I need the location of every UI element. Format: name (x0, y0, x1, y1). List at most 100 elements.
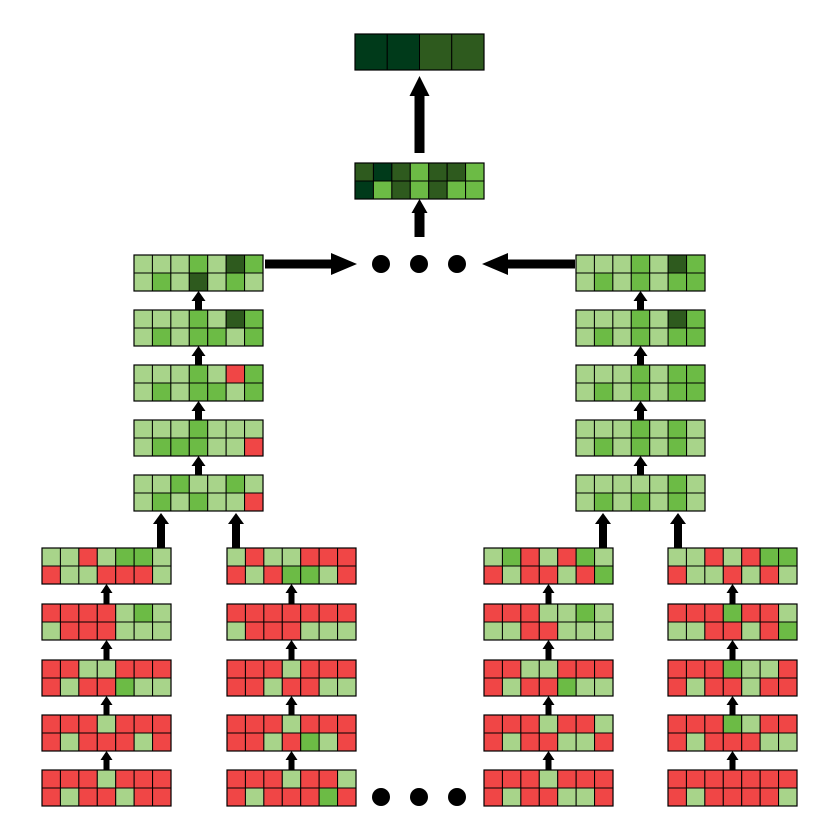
grid-cell (741, 565, 761, 585)
arrow-shaft (288, 592, 295, 604)
grid-cell (759, 769, 780, 789)
grid-cell (557, 565, 577, 585)
top-merge-grid (354, 162, 485, 200)
grid-cell (630, 419, 651, 439)
grid-cell (300, 732, 320, 752)
grid-cell (133, 309, 153, 329)
grid-cell (188, 364, 209, 384)
grid-cell (151, 492, 172, 512)
grid-cell (170, 272, 190, 292)
grid-cell (151, 437, 172, 457)
grid-border (226, 769, 357, 807)
grid-cell (685, 732, 706, 752)
grid-cell (575, 309, 595, 329)
grid-cell (704, 677, 724, 697)
grid-cell (372, 162, 393, 182)
grid-border (483, 603, 614, 641)
arrow-shaft (637, 355, 645, 365)
grid-cell (133, 714, 154, 734)
grid-cell (686, 437, 706, 457)
grid-cell (594, 714, 614, 734)
right-tree-merge-level-grid (575, 419, 706, 457)
grid-cell (318, 732, 339, 752)
grid-cell (778, 659, 798, 679)
left-tree-right-chain-grid (226, 659, 357, 697)
grid-cell (170, 474, 190, 494)
ellipsis-dot (372, 255, 390, 273)
grid-cell (593, 309, 614, 329)
right-tree-right-chain-grid (667, 714, 798, 752)
grid-cell (133, 659, 154, 679)
grid-cell (96, 603, 117, 623)
grid-border (133, 419, 264, 457)
grid-cell (778, 547, 798, 567)
grid-cell (704, 547, 724, 567)
grid-cell (244, 364, 264, 384)
grid-cell (244, 309, 264, 329)
grid-cell (575, 659, 596, 679)
arrow-up-icon (726, 751, 739, 770)
grid-cell (337, 565, 357, 585)
grid-cell (152, 621, 172, 641)
grid-border (133, 309, 264, 347)
arrow-head (542, 751, 555, 760)
grid-cell (741, 659, 761, 679)
ellipsis-dot (372, 788, 390, 806)
grid-cell (483, 621, 503, 641)
grid-cell (593, 492, 614, 512)
grid-border (133, 474, 264, 512)
grid-cell (78, 732, 98, 752)
grid-cell (667, 787, 687, 807)
grid-cell (612, 419, 632, 439)
grid-cell (133, 474, 153, 494)
arrow-shaft (288, 759, 295, 770)
grid-cell (318, 714, 339, 734)
arrow-up-icon (633, 346, 648, 365)
grid-cell (575, 565, 596, 585)
arrow-shaft (729, 759, 736, 770)
grid-cell (78, 565, 98, 585)
grid-cell (281, 565, 302, 585)
right-tree-right-chain-grid (667, 547, 798, 585)
grid-cell (78, 769, 98, 789)
grid-cell (630, 437, 651, 457)
grid-cell (281, 621, 302, 641)
grid-cell (759, 603, 780, 623)
right-tree-left-chain-grid (483, 603, 614, 641)
grid-cell (759, 565, 780, 585)
grid-cell (96, 677, 117, 697)
grid-cell (244, 254, 264, 274)
grid-cell (244, 565, 265, 585)
arrow-up-icon (542, 584, 555, 604)
grid-cell (501, 677, 522, 697)
grid-cell (630, 382, 651, 402)
arrow-shaft (729, 648, 736, 660)
grid-cell (741, 732, 761, 752)
grid-cell (685, 621, 706, 641)
arrow-head (482, 253, 508, 275)
grid-cell (501, 659, 522, 679)
grid-cell (575, 621, 596, 641)
grid-cell (281, 787, 302, 807)
grid-cell (483, 565, 503, 585)
grid-cell (151, 382, 172, 402)
grid-cell (612, 272, 632, 292)
grid-cell (594, 787, 614, 807)
grid-cell (686, 492, 706, 512)
right-tree-right-chain-grid (667, 659, 798, 697)
ellipsis-dot (448, 255, 466, 273)
grid-cell (337, 732, 357, 752)
arrow-head (633, 456, 648, 466)
ellipsis-dot (410, 255, 428, 273)
grid-cell (263, 621, 283, 641)
arrow-shaft (195, 465, 203, 475)
grid-cell (391, 162, 411, 182)
grid-cell (133, 565, 154, 585)
grid-cell (686, 272, 706, 292)
grid-cell (318, 565, 339, 585)
arrow-head (726, 751, 739, 760)
left-tree-left-chain-grid (41, 714, 172, 752)
arrow-up-icon (153, 513, 169, 548)
grid-cell (115, 732, 135, 752)
